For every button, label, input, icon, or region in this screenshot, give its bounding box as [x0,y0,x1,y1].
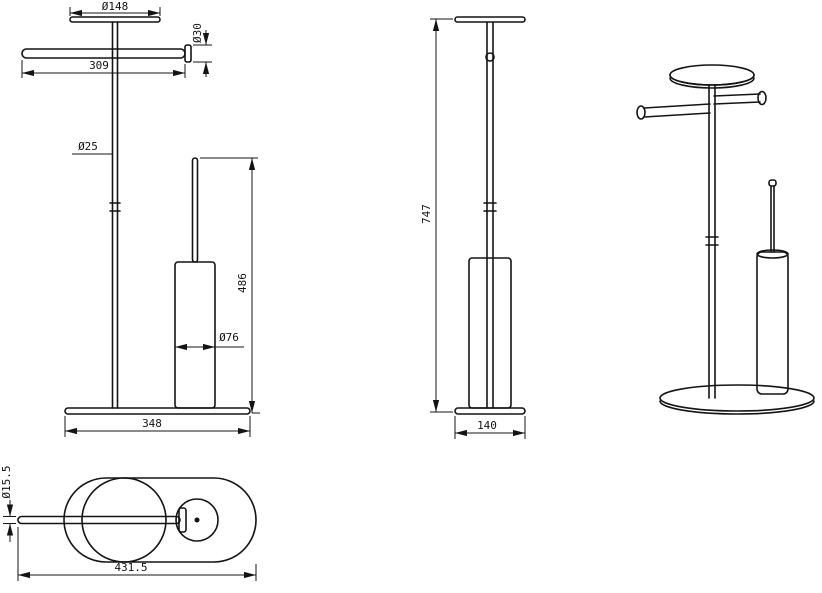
dim-label-overall-length: 431.5 [114,561,147,574]
dim-overall-length: 431.5 [17,527,257,581]
dim-label-base-depth: 140 [477,419,497,432]
brush-cup-top [81,477,167,563]
brush-cup-side [468,257,512,409]
dim-bar-length: 309 [21,59,186,78]
front-view: Ø148 Ø30 309 Ø25 [21,0,260,437]
top-plate-side [454,16,526,23]
dim-label-base-length: 348 [142,417,162,430]
top-plate-front [69,16,161,23]
pole-top [175,498,219,542]
dim-bar-end-diameter: Ø30 [191,23,212,77]
dim-label-bar-end-diameter: Ø30 [191,23,204,43]
side-view: 747 140 [420,16,526,439]
base-3d [659,384,815,415]
dim-label-total-height: 747 [420,204,433,224]
perspective-view [636,64,815,415]
pole-front [109,21,121,409]
dim-label-brush-cup-diameter: Ø76 [219,331,239,344]
dim-base-length: 348 [64,416,251,437]
roll-bar-top [17,507,187,533]
brush-3d [756,179,789,395]
top-plate-3d [669,64,755,89]
dim-top-plate-diameter: Ø148 [69,0,161,17]
dim-base-depth: 140 [454,416,526,439]
roll-bar-front [21,44,192,63]
top-view: Ø15.5 431.5 [0,465,257,581]
base-side [454,407,526,415]
pole-side [483,21,497,409]
dim-label-pole-diameter: Ø25 [78,140,98,153]
base-top [63,477,257,563]
dim-bar-diameter: Ø15.5 [0,465,16,542]
dim-brush-assembly-height: 486 [200,157,260,414]
dim-label-brush-assembly-height: 486 [236,273,249,293]
dim-brush-cup-diameter: Ø76 [175,331,244,351]
pole-3d [705,84,719,399]
roll-bar-3d [636,90,767,120]
dim-label-bar-diameter: Ø15.5 [0,465,13,498]
base-front [64,407,251,415]
dim-total-height: 747 [420,18,453,413]
dim-pole-diameter: Ø25 [72,140,112,155]
dim-label-bar-length: 309 [89,59,109,72]
brush-front [174,157,216,409]
dim-label-top-plate-diameter: Ø148 [102,0,129,13]
